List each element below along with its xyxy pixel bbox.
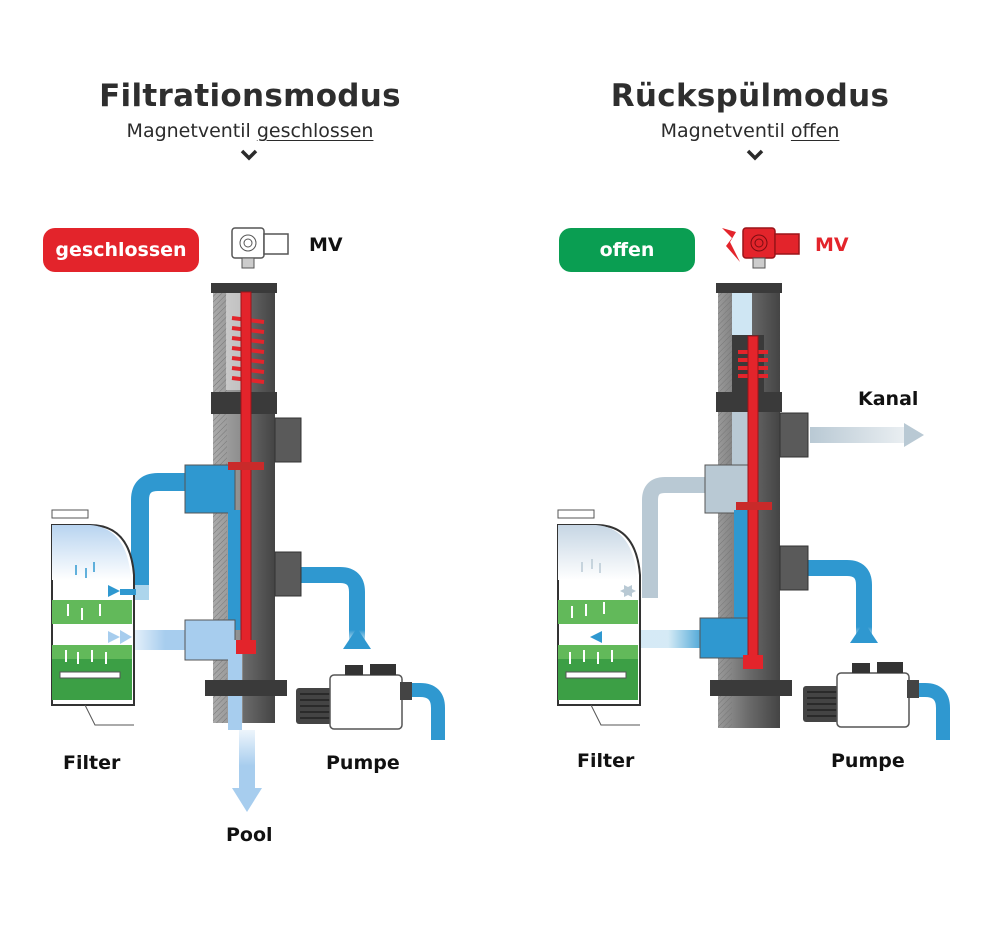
solenoid-valve-icon (742, 227, 800, 269)
valve-label: MV (815, 234, 849, 256)
lightning-icon (722, 228, 740, 262)
chevron-down-icon (240, 149, 258, 161)
pool-flow-arrow (232, 730, 262, 812)
valve-label: MV (309, 234, 343, 256)
panel-backwash-mode: Rückspülmodus Magnetventil offen offen M… (500, 0, 1000, 929)
valve-rod (240, 291, 252, 653)
panel-subtitle: Magnetventil geschlossen (0, 120, 500, 142)
backwash-outlet-pipe (642, 477, 705, 598)
valve-body (184, 283, 302, 730)
panel-filtration-mode: Filtrationsmodus Magnetventil geschlosse… (0, 78, 500, 846)
filter-label: Filter (63, 752, 121, 774)
filtration-diagram (51, 227, 445, 812)
flow-arrow-icon (343, 628, 371, 649)
panel-subtitle: Magnetventil offen (500, 120, 1000, 142)
subtitle-prefix: Magnetventil (660, 120, 785, 142)
pump-label: Pumpe (831, 750, 905, 772)
pump-icon (803, 662, 919, 728)
status-badge-open: offen (559, 228, 695, 272)
status-badge-closed: geschlossen (43, 228, 199, 272)
panel-title: Filtrationsmodus (99, 78, 401, 114)
subtitle-prefix: Magnetventil (126, 120, 251, 142)
return-pipe (130, 630, 200, 650)
solenoid-valve-icon (231, 227, 289, 269)
filter-tank-icon (51, 509, 136, 726)
chevron-down-icon (746, 149, 764, 161)
backwash-inlet-pipe (640, 630, 710, 648)
subtitle-state: offen (790, 120, 840, 142)
flow-arrow-icon (850, 622, 878, 643)
pump-pipe (805, 560, 950, 740)
filter-tank-icon (557, 509, 641, 726)
pool-label: Pool (226, 824, 273, 846)
pump-pipe (300, 567, 445, 740)
channel-flow-arrow (810, 423, 924, 447)
inlet-pipe (131, 473, 195, 600)
channel-label: Kanal (858, 388, 919, 410)
valve-body (699, 283, 809, 728)
backwash-diagram (557, 227, 950, 740)
valve-rod (747, 335, 759, 667)
filter-label: Filter (577, 750, 635, 772)
pump-icon (296, 664, 412, 730)
subtitle-state: geschlossen (256, 120, 374, 142)
pump-label: Pumpe (326, 752, 400, 774)
panel-title: Rückspülmodus (610, 78, 890, 114)
